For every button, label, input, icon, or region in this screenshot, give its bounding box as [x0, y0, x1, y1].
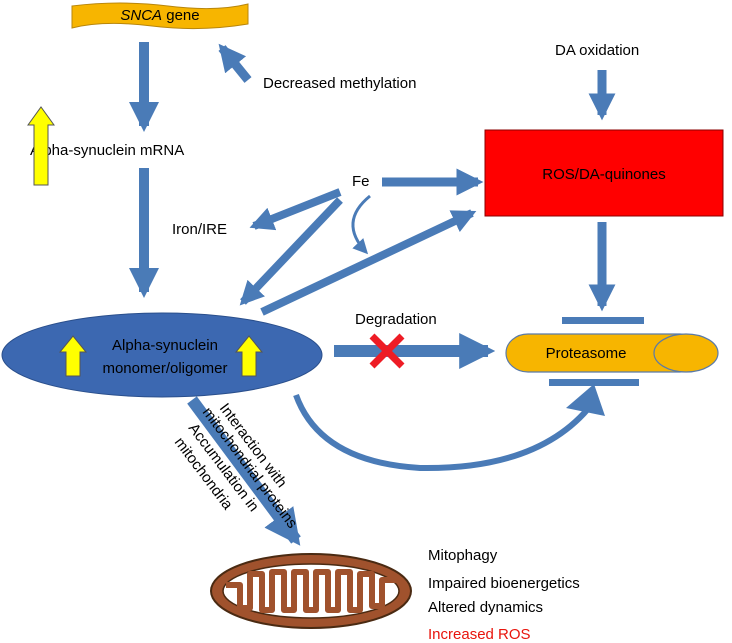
- outcome-mitophagy: Mitophagy: [428, 547, 498, 564]
- outcome-increased-ros: Increased ROS: [428, 626, 531, 643]
- alpha-syn-node: Alpha-synuclein monomer/oligomer: [1, 312, 323, 398]
- alpha-syn-inhibition-bar: [549, 379, 639, 386]
- mitochondrion-icon: [210, 553, 412, 629]
- proteasome-node: Proteasome: [505, 333, 719, 373]
- proteasome-label: Proteasome: [546, 345, 627, 362]
- outcome-impaired-bioenergetics: Impaired bioenergetics: [428, 575, 580, 592]
- blocked-x-icon: [369, 333, 405, 369]
- fe-curved-arrow: [351, 194, 371, 255]
- ros-inhibition-bar: [562, 317, 644, 324]
- mrna-up-arrow-icon: [27, 106, 55, 186]
- alpha-syn-to-ros-arrow: [260, 209, 477, 316]
- alpha-syn-label-line1: Alpha-synuclein: [112, 337, 218, 354]
- alpha-syn-mrna-label: Alpha-synuclein mRNA: [30, 142, 184, 159]
- alpha-syn-curved-arrow: [293, 393, 595, 472]
- ros-da-quinones-label: ROS/DA-quinones: [542, 166, 665, 183]
- decreased-methylation-label: Decreased methylation: [263, 75, 416, 92]
- snca-gene-label: SNCA gene: [120, 7, 199, 24]
- fe-label: Fe: [352, 173, 370, 190]
- alpha-syn-label-line2: monomer/oligomer: [102, 360, 227, 377]
- alpha-syn-to-mito-arrow: [187, 396, 301, 546]
- outcome-altered-dynamics: Altered dynamics: [428, 599, 543, 616]
- degradation-label: Degradation: [355, 311, 437, 328]
- snca-gene-node: SNCA gene: [71, 2, 249, 30]
- protein-up-arrow-right-icon: [234, 335, 264, 377]
- fe-to-iron-ire-arrow: [249, 188, 342, 231]
- ros-da-quinones-box: ROS/DA-quinones: [484, 129, 724, 217]
- da-oxidation-label: DA oxidation: [555, 42, 639, 59]
- fe-to-alpha-syn-arrow: [239, 197, 343, 306]
- iron-ire-label: Iron/IRE: [172, 221, 227, 238]
- outcomes-list: Mitophagy Impaired bioenergetics Altered…: [428, 547, 580, 643]
- alpha-syn-curved-arrowhead-icon: [566, 384, 605, 416]
- protein-up-arrow-left-icon: [58, 335, 88, 377]
- methylation-arrow: [218, 43, 252, 83]
